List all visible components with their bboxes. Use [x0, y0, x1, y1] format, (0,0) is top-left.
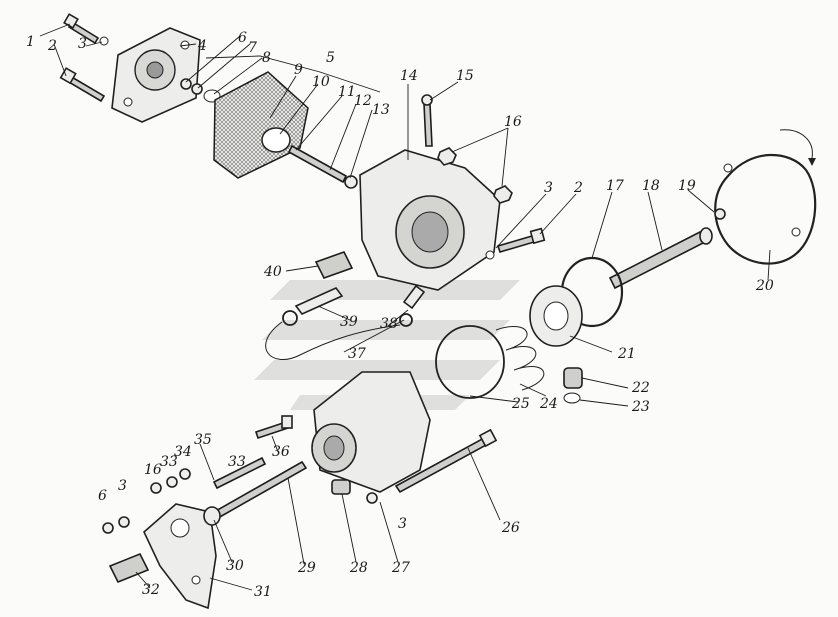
callout-22: 22 [631, 380, 650, 396]
callout-35: 35 [194, 432, 212, 448]
callout-39: 39 [340, 314, 358, 330]
callout-36: 36 [272, 444, 290, 460]
spring-24 [495, 326, 545, 391]
callout-34: 34 [174, 444, 192, 460]
nuts-16 [437, 147, 513, 204]
callout-17: 17 [606, 178, 624, 194]
callout-8: 8 [262, 50, 271, 66]
callout-6-lower: 6 [98, 488, 107, 504]
diaphragm-disc [261, 127, 358, 189]
lever-40 [314, 251, 354, 279]
callout-2-right: 2 [573, 180, 583, 196]
leader-lines [39, 23, 771, 591]
gasket-20 [714, 153, 817, 265]
callout-33: 33 [160, 454, 178, 470]
callout-18: 18 [642, 178, 660, 194]
seal-21 [529, 285, 583, 347]
bolt-2 [59, 67, 106, 103]
diaphragm-plate [213, 71, 309, 179]
callout-25: 25 [511, 396, 530, 412]
callout-3-lower-center: 3 [398, 516, 407, 532]
callout-3-right: 3 [544, 180, 553, 196]
stud-29 [212, 460, 308, 520]
bolt-2-right [485, 227, 546, 260]
callout-6: 6 [238, 30, 247, 46]
flange-31 [143, 503, 217, 610]
shaft-18 [608, 208, 726, 290]
callout-13: 13 [372, 102, 390, 118]
callout-1: 1 [26, 34, 35, 50]
callout-4: 4 [197, 38, 207, 54]
ring-25 [435, 325, 505, 399]
callout-24: 24 [539, 396, 558, 412]
callout-31: 31 [254, 584, 272, 600]
callout-30: 30 [226, 558, 244, 574]
pin-28 [331, 479, 351, 495]
plug-22 [563, 367, 583, 404]
lower-housing [311, 371, 431, 493]
callout-23: 23 [631, 399, 650, 415]
end-cover [111, 27, 201, 123]
rotation-arrowhead [808, 158, 816, 166]
callout-32: 32 [142, 582, 160, 598]
washer-30 [203, 506, 221, 526]
callout-12: 12 [354, 93, 372, 109]
valve-39 [282, 287, 344, 326]
callout-14: 14 [400, 68, 418, 84]
callout-21: 21 [617, 346, 636, 362]
bolt-26 [394, 428, 498, 494]
stud-35 [212, 456, 267, 490]
callout-19: 19 [678, 178, 696, 194]
pin-15 [421, 94, 433, 147]
callout-5: 5 [326, 50, 335, 66]
callout-10: 10 [312, 74, 330, 90]
small-washers [102, 468, 378, 534]
callout-20: 20 [755, 278, 774, 294]
callout-7: 7 [248, 40, 257, 56]
callout-15: 15 [456, 68, 474, 84]
callout-3-lower-left: 3 [118, 478, 127, 494]
rotation-arrow [779, 129, 813, 159]
callout-labels: 1 2 3 4 5 6 7 8 9 10 11 12 13 14 15 16 3… [26, 30, 774, 600]
callout-11: 11 [338, 84, 356, 100]
callout-9: 9 [294, 62, 303, 78]
callout-40: 40 [263, 264, 282, 280]
hose-37 [265, 321, 401, 360]
bolt-1 [63, 13, 100, 45]
callout-16: 16 [504, 114, 522, 130]
callout-28: 28 [349, 560, 368, 576]
callout-29: 29 [297, 560, 316, 576]
callout-16-lower: 16 [144, 462, 162, 478]
callout-26: 26 [501, 520, 520, 536]
valve-38 [399, 284, 426, 327]
callout-2: 2 [47, 38, 57, 54]
callout-33-center: 33 [228, 454, 246, 470]
main-housing [359, 149, 501, 291]
callout-3: 3 [78, 36, 87, 52]
callout-38: 38 [380, 316, 398, 332]
pin-32 [108, 552, 150, 584]
bolt-36 [254, 415, 293, 440]
callout-27: 27 [391, 560, 410, 576]
callout-37: 37 [348, 346, 366, 362]
washer-3 [99, 36, 109, 46]
